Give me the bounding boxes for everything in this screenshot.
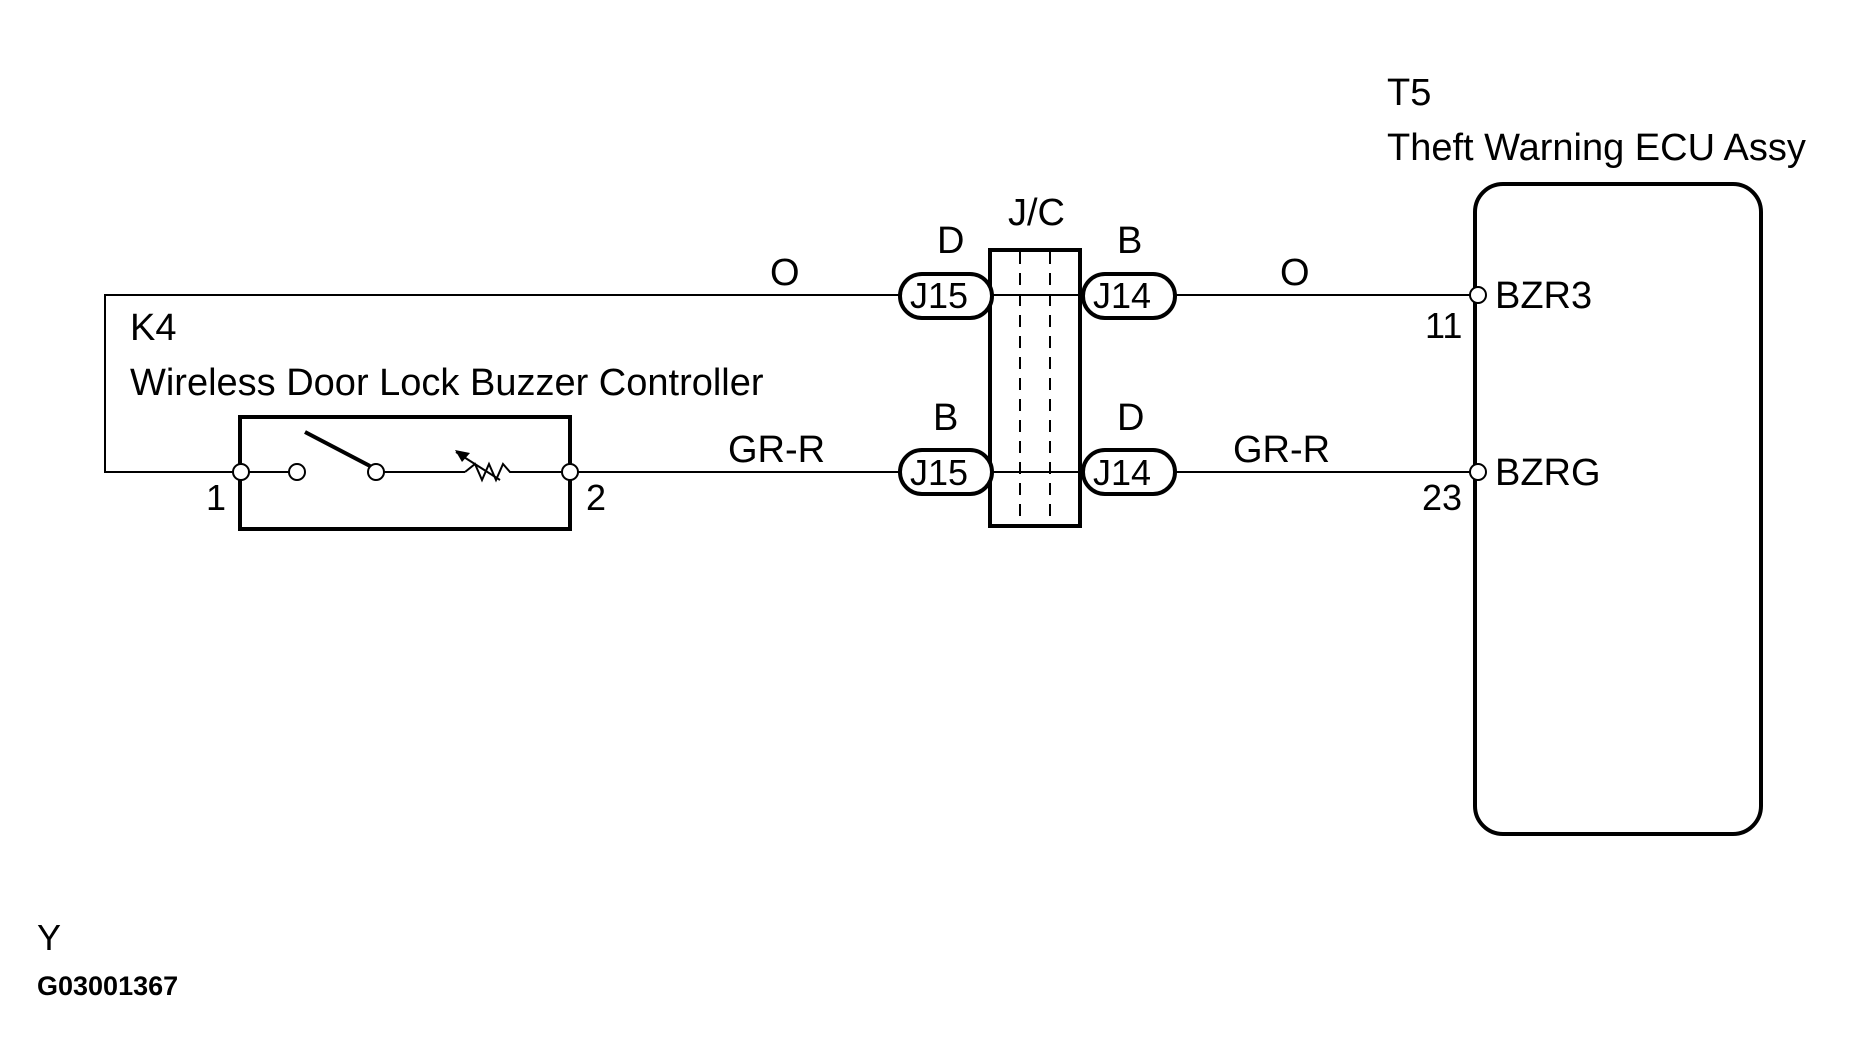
wire-color-top-right: O xyxy=(1280,252,1310,294)
ecu-pin-bzr3-terminal xyxy=(1469,286,1487,304)
controller-name: Wireless Door Lock Buzzer Controller xyxy=(130,362,764,404)
controller-code: K4 xyxy=(130,307,176,349)
wire-color-bottom-left: GR-R xyxy=(728,429,825,471)
variable-resistor-arrowhead xyxy=(455,450,470,462)
junction-side-top-left: D xyxy=(937,220,964,262)
resistor-icon xyxy=(464,461,570,483)
switch-contact-left xyxy=(288,463,306,481)
wire-color-bottom-right: GR-R xyxy=(1233,429,1330,471)
ecu-code: T5 xyxy=(1387,72,1431,114)
ecu-pin-bzrg-terminal xyxy=(1469,463,1487,481)
junction-label: J/C xyxy=(1008,192,1065,234)
controller-pin-1-terminal xyxy=(232,463,250,481)
junction-side-bottom-right: D xyxy=(1117,397,1144,439)
footer-code-letter: Y xyxy=(37,917,61,958)
controller-pin-right: 2 xyxy=(586,477,606,518)
junction-block xyxy=(988,248,1082,528)
connector-j15-top-label: J15 xyxy=(910,275,968,316)
junction-side-bottom-left: B xyxy=(933,397,958,439)
footer-figure-id: G03001367 xyxy=(37,971,178,1001)
connector-j14-bottom-label: J14 xyxy=(1093,452,1151,493)
switch-contact-right xyxy=(367,463,385,481)
connector-j15-bottom-label: J15 xyxy=(910,452,968,493)
ecu-box xyxy=(1473,182,1763,836)
connector-j15-bottom xyxy=(898,448,994,496)
connector-j14-top-label: J14 xyxy=(1093,275,1151,316)
connector-j14-top xyxy=(1081,272,1177,320)
connector-j14-bottom xyxy=(1081,448,1177,496)
connector-j15-top xyxy=(898,272,994,320)
wire-top-left xyxy=(104,294,905,473)
ecu-pin-top-number: 11 xyxy=(1425,305,1462,346)
junction-side-top-right: B xyxy=(1117,220,1142,262)
ecu-name: Theft Warning ECU Assy xyxy=(1387,127,1806,169)
ecu-pin-bottom-name: BZRG xyxy=(1495,452,1601,494)
switch-icon xyxy=(304,430,371,468)
ecu-pin-bottom-number: 23 xyxy=(1422,477,1462,518)
wire-color-top-left: O xyxy=(770,252,800,294)
controller-pin-left: 1 xyxy=(206,477,226,518)
controller-pin-2-terminal xyxy=(561,463,579,481)
ecu-pin-top-name: BZR3 xyxy=(1495,275,1592,317)
